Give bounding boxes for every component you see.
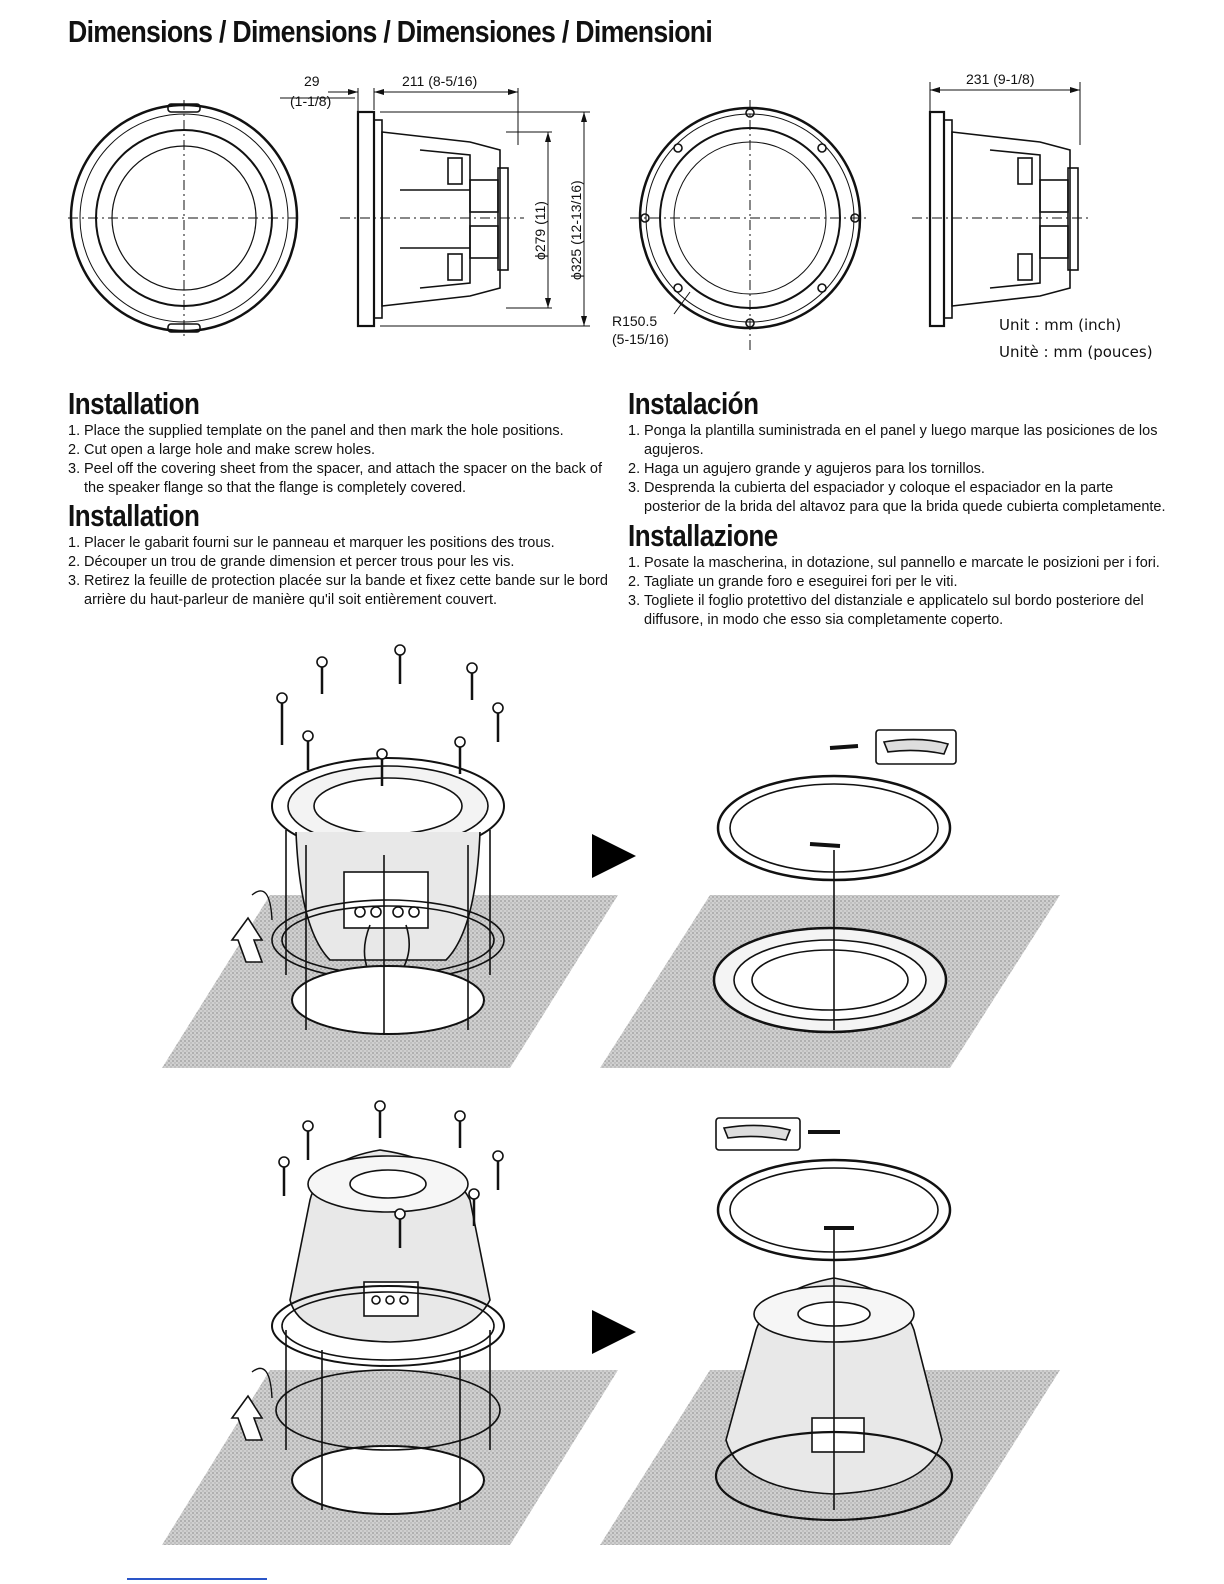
step-item: 1.Posate la mascherina, in dotazione, su…: [628, 555, 1160, 571]
unit-label-en: Unit : mm (inch): [999, 316, 1122, 334]
step-item: 1.Place the supplied template on the pan…: [68, 423, 564, 439]
section-heading-it: Installazione: [628, 518, 778, 553]
dim-radius: R150.5: [612, 313, 657, 329]
section-en: Installation 1.Place the supplied templa…: [68, 386, 608, 498]
dim-front-depth-inch: (1-1/8): [290, 93, 331, 109]
steps-es: 1.Ponga la plantilla suministrada en el …: [628, 422, 1168, 517]
step-item: 3.Desprenda la cubierta del espaciador y…: [628, 480, 1166, 515]
step-item: 3.Togliete il foglio protettivo del dist…: [628, 593, 1144, 628]
side-view-2-outline: [912, 82, 1092, 328]
step-item: 3.Peel off the covering sheet from the s…: [68, 461, 603, 496]
section-it: Installazione 1.Posate la mascherina, in…: [628, 518, 1168, 630]
screw-set: [278, 1100, 504, 1248]
next-step-arrow: [592, 1310, 636, 1354]
step-item: 2.Haga un agujero grande y agujeros para…: [628, 461, 985, 477]
section-fr: Installation 1.Placer le gabarit fourni …: [68, 498, 608, 610]
speaker-rear-mount-illustration: [230, 1149, 505, 1515]
front-view-flange: [630, 100, 870, 350]
steps-fr: 1.Placer le gabarit fourni sur le pannea…: [68, 534, 608, 610]
unit-label-fr: Unitè : mm (pouces): [999, 343, 1153, 361]
steps-it: 1.Posate la mascherina, in dotazione, su…: [628, 554, 1168, 630]
step-item: 2.Tagliate un grande foro e eseguirei fo…: [628, 574, 958, 590]
next-step-arrow: [592, 834, 636, 878]
dim-radius-inch: (5-15/16): [612, 331, 669, 347]
dim-outer-diameter: ϕ325 (12-13/16): [568, 180, 584, 280]
spacer-attach-upright-illustration: [714, 1117, 954, 1522]
step-item: 2.Découper un trou de grande dimension e…: [68, 554, 515, 570]
dim-depth-top: 211 (8-5/16): [402, 73, 477, 89]
steps-en: 1.Place the supplied template on the pan…: [68, 422, 608, 498]
screw-set: [276, 644, 504, 786]
section-heading-fr: Installation: [68, 498, 200, 533]
front-view-outline: [68, 100, 300, 336]
dim-inner-diameter: ϕ279 (11): [532, 201, 548, 260]
step-item: 3.Retirez la feuille de protection placé…: [68, 573, 608, 608]
section-heading-en: Installation: [68, 386, 200, 421]
dim-front-depth: 29: [304, 73, 320, 89]
section-es: Instalación 1.Ponga la plantilla suminis…: [628, 386, 1168, 517]
spacer-attach-illustration: [712, 729, 957, 1034]
section-heading-es: Instalación: [628, 386, 759, 421]
side-view-outline: [340, 110, 524, 328]
dimension-lines: [280, 88, 590, 327]
page-title: Dimensions / Dimensions / Dimensiones / …: [68, 14, 713, 49]
dimension-drawings: 29 (1-1/8) 211 (8-5/16) ϕ279 (11) ϕ325 (…: [68, 71, 1092, 350]
step-item: 2.Cut open a large hole and make screw h…: [68, 442, 375, 458]
step-item: 1.Ponga la plantilla suministrada en el …: [628, 423, 1158, 458]
footer-link-line: [127, 1578, 267, 1580]
step-item: 1.Placer le gabarit fourni sur le pannea…: [68, 535, 555, 551]
speaker-front-mount-illustration: [230, 757, 505, 1035]
dim-depth-top-right: 231 (9-1/8): [966, 71, 1034, 87]
